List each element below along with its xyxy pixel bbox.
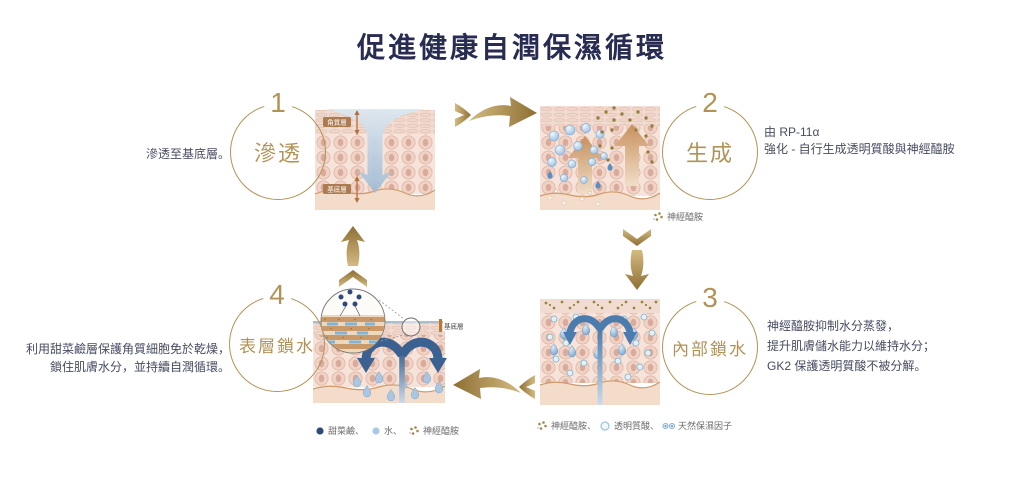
legend-label: 神經醯胺、 <box>551 421 597 431</box>
step-number-1: 1 <box>264 87 292 119</box>
basal-layer-label: 基底層 <box>327 185 347 194</box>
legend-item: 甜菜鹼、 <box>314 424 364 437</box>
nmf-circles <box>546 313 656 381</box>
cycle-arrow-left-icon <box>453 369 535 399</box>
ceramide-dots-icon <box>409 425 419 435</box>
corneum-layer-label: 角質層 <box>327 118 347 127</box>
precursor-dots <box>547 189 601 207</box>
legend-item: 神經醯胺 <box>408 424 459 437</box>
legend-item: 透明質酸、 <box>599 419 659 432</box>
legend-label: 透明質酸、 <box>614 421 660 431</box>
step-label-inner-lock: 內部鎖水 <box>672 339 748 359</box>
legend-label: 神經醯胺 <box>667 212 704 222</box>
ceramide-dots-icon <box>537 420 547 430</box>
basal-layer-marker: 基底層 <box>323 176 360 203</box>
water-droplets <box>547 163 613 189</box>
magnifier-inset <box>320 288 421 354</box>
step-label-surface-lock: 表層鎖水 <box>239 336 315 356</box>
legend-label: 神經醯胺 <box>423 426 460 436</box>
legend-label: 天然保濕因子 <box>678 421 733 431</box>
step1-description: 滲透至基底層。 <box>145 147 230 161</box>
step-number-3: 3 <box>696 282 724 314</box>
basal-layer-label: 基底層 <box>444 322 464 331</box>
cycle-arrow-down-icon <box>623 229 651 290</box>
legend-panel4: 甜菜鹼、 水、 神經醯胺 <box>314 424 459 437</box>
basal-layer-marker: 基底層 <box>439 319 469 332</box>
page-title: 促進健康自潤保濕循環 <box>356 32 667 63</box>
corneum-layer-marker: 角質層 <box>323 110 360 135</box>
legend-item: 天然保濕因子 <box>662 419 732 432</box>
step3-description: 神經醯胺抑制水分蒸發， 提升肌膚儲水能力以維持水分； GK2 保護透明質酸不被分… <box>767 319 936 373</box>
step2-description: 由 RP-11α 強化 - 自行生成透明質酸與神經醯胺 <box>764 125 955 156</box>
legend-item: 神經醯胺 <box>652 210 703 223</box>
betaine-dot-icon <box>316 426 324 435</box>
legend-item: 神經醯胺、 <box>536 419 596 432</box>
step-number-2: 2 <box>696 87 724 119</box>
legend-label: 甜菜鹼、 <box>328 426 365 436</box>
ceramide-dots <box>596 106 654 164</box>
legend-label: 水、 <box>384 426 403 436</box>
step-number-4: 4 <box>263 279 291 311</box>
skin-diagram-generation <box>540 90 660 210</box>
hyaluronic-spheres <box>547 123 608 184</box>
skin-diagram-surface-lock: 基底層 <box>313 281 473 403</box>
step-circle-4: 4 表層鎖水 <box>229 279 325 392</box>
step-circle-1: 1 滲透 <box>230 87 326 200</box>
legend-panel3: 神經醯胺、 透明質酸、 天然保濕因子 <box>536 419 732 432</box>
fountain-arrow <box>563 315 637 405</box>
step4-description: 利用甜菜鹼層保護角質細胞免於乾燥， 鎖住肌膚水分，並持續自潤循環。 <box>25 342 230 374</box>
skin-diagram-penetration: 角質層 基底層 <box>315 90 435 210</box>
step-circle-3: 3 內部鎖水 <box>662 282 758 395</box>
betaine-dots <box>338 289 362 307</box>
hyaluronic-circle-icon <box>600 420 610 431</box>
legend-item: 水、 <box>370 424 402 437</box>
cycle-arrow-up-icon <box>339 226 367 287</box>
step-label-penetration: 滲透 <box>253 141 302 166</box>
ceramide-dots-icon <box>653 211 663 221</box>
skin-diagram-inner-lock <box>540 285 660 405</box>
step-circle-2: 2 生成 <box>662 87 758 200</box>
ceramide-band-dots <box>544 300 658 310</box>
water-dot-icon <box>372 426 380 435</box>
nmf-dots-icon <box>662 422 676 429</box>
legend-panel2: 神經醯胺 <box>652 210 703 223</box>
cycle-arrow-right-icon <box>455 97 537 127</box>
step-label-generation: 生成 <box>685 141 734 166</box>
